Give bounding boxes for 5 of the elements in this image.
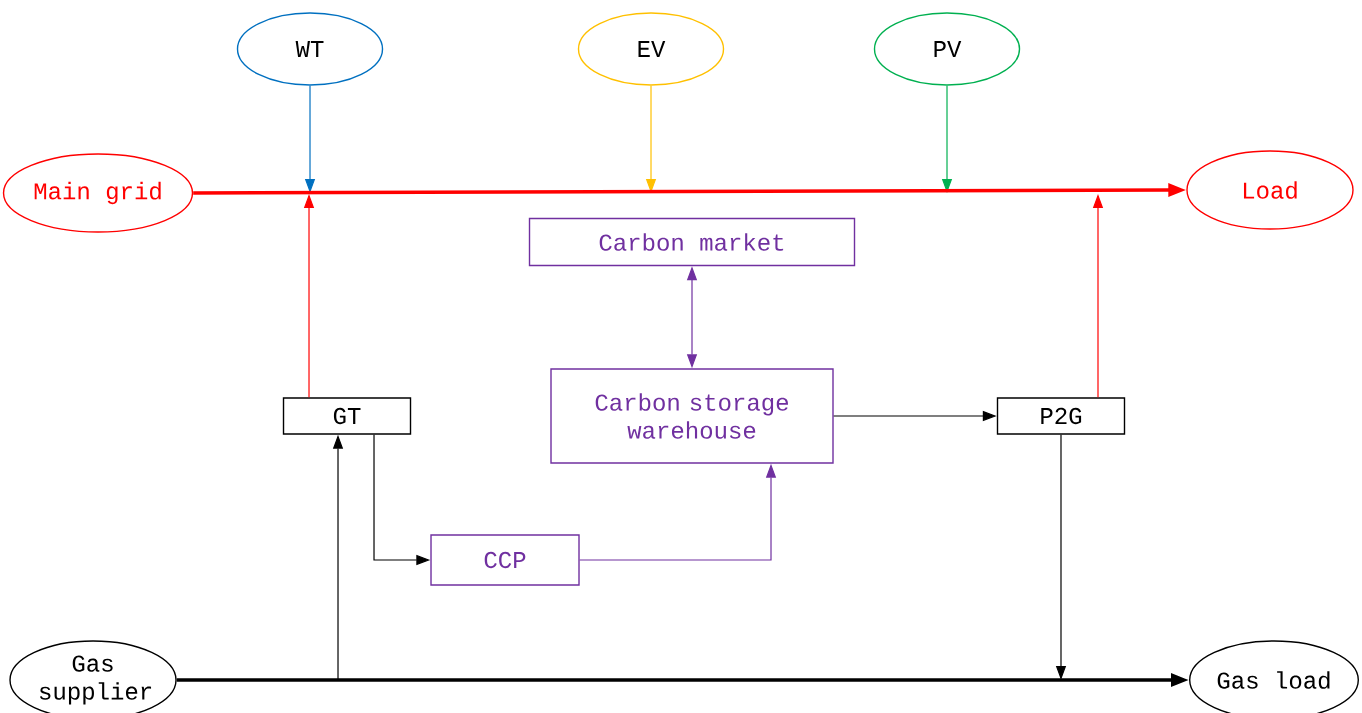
ccp-box: CCP (430, 534, 580, 586)
unit-box: GT (282, 397, 412, 435)
market-box: Carbon market (528, 217, 856, 267)
storage-box: Carbon storage warehouse (550, 368, 834, 464)
unit-box: P2G (996, 397, 1126, 435)
